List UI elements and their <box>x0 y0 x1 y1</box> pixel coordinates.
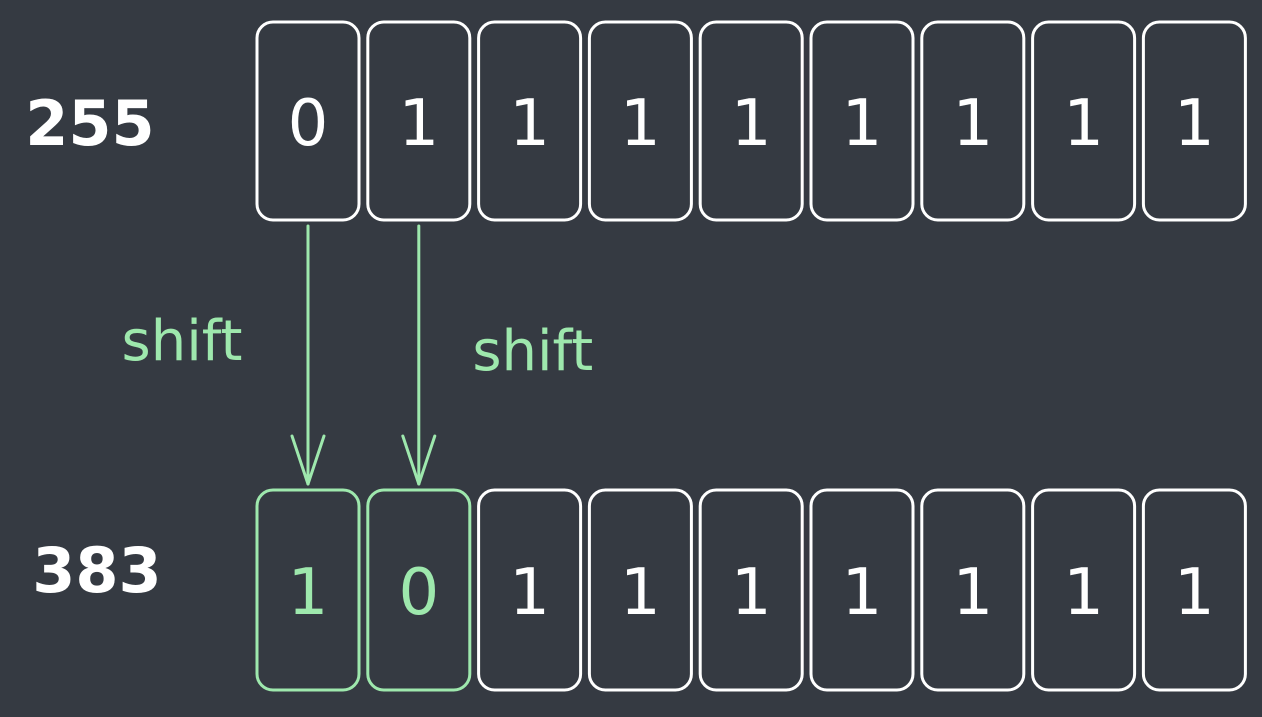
top_row-bit-value-6: 1 <box>952 87 993 161</box>
bottom_row-bit-cell-5 <box>809 488 915 692</box>
top_row-bit-cell-6 <box>920 20 1026 222</box>
shift-label-1: shift <box>472 319 593 384</box>
top_row-bit-value-4: 1 <box>731 87 772 161</box>
top_row-bit-cell-3 <box>587 20 693 222</box>
bottom_row-bit-cell-6 <box>920 488 1026 692</box>
bottom_row-bit-cell-2 <box>477 488 583 692</box>
bottom-row-value-label: 383 <box>32 534 161 607</box>
bottom_row-bit-value-5: 1 <box>842 556 883 630</box>
top_row-bit-cell-5 <box>809 20 915 222</box>
shift-label-0: shift <box>122 309 243 374</box>
bottom_row-bit-cell-8 <box>1141 488 1247 692</box>
bottom_row-bit-value-7: 1 <box>1063 556 1104 630</box>
bottom_row-bit-cell-7 <box>1031 488 1137 692</box>
bottom_row-bit-value-2: 1 <box>509 556 550 630</box>
top-row-value-label: 255 <box>25 87 154 160</box>
bottom_row-bit-cell-0 <box>255 488 361 692</box>
bottom_row-bit-value-6: 1 <box>952 556 993 630</box>
bottom_row-bit-value-1: 0 <box>398 556 439 630</box>
shift-arrowhead-0 <box>290 434 326 486</box>
bottom_row-bit-cell-3 <box>587 488 693 692</box>
bottom_row-bit-cell-1 <box>366 488 472 692</box>
top_row-bit-value-0: 0 <box>288 87 329 161</box>
top_row-bit-cell-0 <box>255 20 361 222</box>
bottom_row-bit-value-0: 1 <box>288 556 329 630</box>
top_row-bit-cell-4 <box>698 20 804 222</box>
top_row-bit-value-7: 1 <box>1063 87 1104 161</box>
top_row-bit-cell-1 <box>366 20 472 222</box>
shift-arrowhead-1 <box>401 434 437 486</box>
bottom_row-bit-value-3: 1 <box>620 556 661 630</box>
bottom_row-bit-value-4: 1 <box>731 556 772 630</box>
shift-arrows: shift shift <box>122 224 593 486</box>
bottom_row-bit-cell-4 <box>698 488 804 692</box>
bottom_row-bit-value-8: 1 <box>1174 556 1215 630</box>
top_row-bit-cell-8 <box>1141 20 1247 222</box>
top_row-bit-value-5: 1 <box>842 87 883 161</box>
top_row-bit-cell-7 <box>1031 20 1137 222</box>
top_row-bit-cell-2 <box>477 20 583 222</box>
top_row-bit-value-2: 1 <box>509 87 550 161</box>
top_row-bit-value-3: 1 <box>620 87 661 161</box>
top_row-bit-value-8: 1 <box>1174 87 1215 161</box>
top_row-bit-value-1: 1 <box>398 87 439 161</box>
